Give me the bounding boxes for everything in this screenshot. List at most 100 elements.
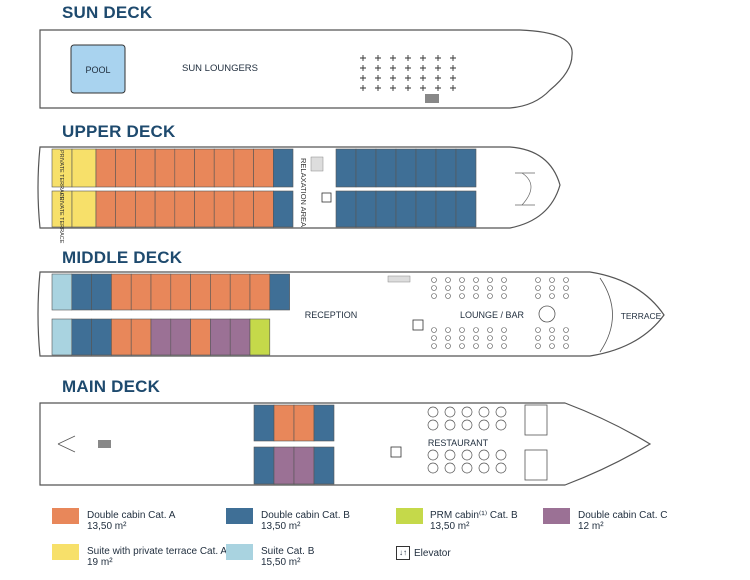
sun-lounger (420, 55, 426, 61)
upper-cabin-double-b (272, 190, 294, 228)
restaurant-table (444, 406, 456, 418)
pool-label: POOL (85, 65, 110, 75)
elevator-icon: ↓↑ (396, 546, 410, 560)
lounge-seat (549, 293, 555, 299)
middle-cabin-double-a (130, 318, 152, 356)
middle-cabin-double-b (91, 318, 112, 356)
sun-loungers-label: SUN LOUNGERS (182, 63, 258, 74)
sun-lounger (360, 55, 366, 61)
legend-swatch-double-b (226, 508, 253, 524)
sun-lounger (450, 75, 456, 81)
upper-cabin-double-b (375, 190, 397, 228)
middle-cabin-double-a (229, 273, 251, 311)
lounge-seat (431, 293, 437, 299)
middle-cabin-double-c (170, 318, 191, 356)
upper-cabin-double-b (272, 148, 294, 188)
lounge-seat (473, 327, 479, 333)
private-terrace-label-2: PRIVATE TERRACE (58, 193, 64, 244)
sun-lounger (405, 65, 411, 71)
lounge-seat (487, 343, 493, 349)
middle-terrace-arc (599, 277, 613, 353)
main-cabin-double-b (253, 404, 275, 442)
main-service-room-2 (524, 449, 548, 481)
upper-bow-fixtures (515, 172, 535, 206)
lounge-seat (549, 343, 555, 349)
lounge-seat (473, 335, 479, 341)
lounge-seat (459, 293, 465, 299)
middle-cabin-double-a (190, 273, 211, 311)
upper-cabin-double-a (95, 148, 117, 188)
sun-lounger (375, 55, 381, 61)
sun-lounger (360, 75, 366, 81)
sun-deck-title: SUN DECK (62, 3, 153, 22)
lounge-seat (563, 285, 569, 291)
upper-cabin-double-a (194, 190, 215, 228)
main-cabin-double-c (273, 446, 295, 485)
upper-cabin-double-a (95, 190, 117, 228)
middle-cabin-double-a (150, 273, 172, 311)
restaurant-table (478, 462, 490, 474)
sun-lounger (390, 85, 396, 91)
upper-cabin-double-a (194, 148, 215, 188)
suite-terrace-upper-1-room (71, 148, 97, 188)
restaurant-table (427, 406, 439, 418)
upper-cabin-double-b (415, 148, 437, 188)
restaurant-table (427, 419, 439, 431)
legend-elevator: Elevator (414, 548, 451, 559)
restaurant-tables (427, 406, 507, 474)
reception-label: RECEPTION (305, 310, 358, 320)
lounge-seat (549, 285, 555, 291)
upper-cabin-double-a (253, 190, 274, 228)
lounge-seat (535, 277, 541, 283)
lounge-seat (445, 335, 451, 341)
pool (70, 44, 126, 94)
lounge-seat (501, 343, 507, 349)
upper-cabin-double-b (335, 148, 357, 188)
restaurant-table (461, 462, 473, 474)
middle-elevator-icon (412, 319, 424, 331)
lounge-seat (487, 327, 493, 333)
middle-cabin-double-a (249, 273, 271, 311)
middle-cabin-double-c (229, 318, 251, 356)
main-cabin-double-c (293, 446, 315, 485)
deck-plan: POOL SUN LOUNGERS PRIVATE TERRACE PRIVAT… (37, 29, 665, 486)
lounge-seat (445, 327, 451, 333)
lounge-seating (431, 277, 569, 349)
lounge-seat (487, 285, 493, 291)
upper-cabin-double-b (435, 148, 457, 188)
sun-lounger (420, 85, 426, 91)
sun-lounger (390, 75, 396, 81)
restaurant-table (427, 449, 439, 461)
sun-lounger (435, 75, 441, 81)
restaurant-table (495, 462, 507, 474)
middle-cabin-double-a (210, 273, 231, 311)
sun-deck-stairs (425, 94, 439, 103)
lounge-seat (563, 335, 569, 341)
sun-lounger (435, 65, 441, 71)
main-deck-hull (39, 402, 652, 486)
upper-cabin-double-b (335, 190, 357, 228)
middle-cabin-double-b (269, 273, 290, 311)
sun-lounger (360, 65, 366, 71)
legend-swatch-suite-b (226, 544, 253, 560)
restaurant-label: RESTAURANT (428, 438, 489, 448)
upper-cabin-double-a (115, 148, 136, 188)
upper-cabin-double-a (213, 148, 235, 188)
restaurant-table (461, 449, 473, 461)
lounge-seat (431, 335, 437, 341)
lounge-seat (501, 335, 507, 341)
upper-cabin-double-a (174, 148, 195, 188)
lounge-seat (501, 285, 507, 291)
lounge-seat (535, 293, 541, 299)
lounge-seat (459, 285, 465, 291)
sun-lounger (390, 65, 396, 71)
lounge-seat (549, 277, 555, 283)
lounge-seat (563, 327, 569, 333)
main-cabin-double-b (253, 446, 275, 485)
lounge-seat (459, 343, 465, 349)
lounge-bar-round (538, 305, 556, 323)
main-cabins (253, 404, 335, 485)
